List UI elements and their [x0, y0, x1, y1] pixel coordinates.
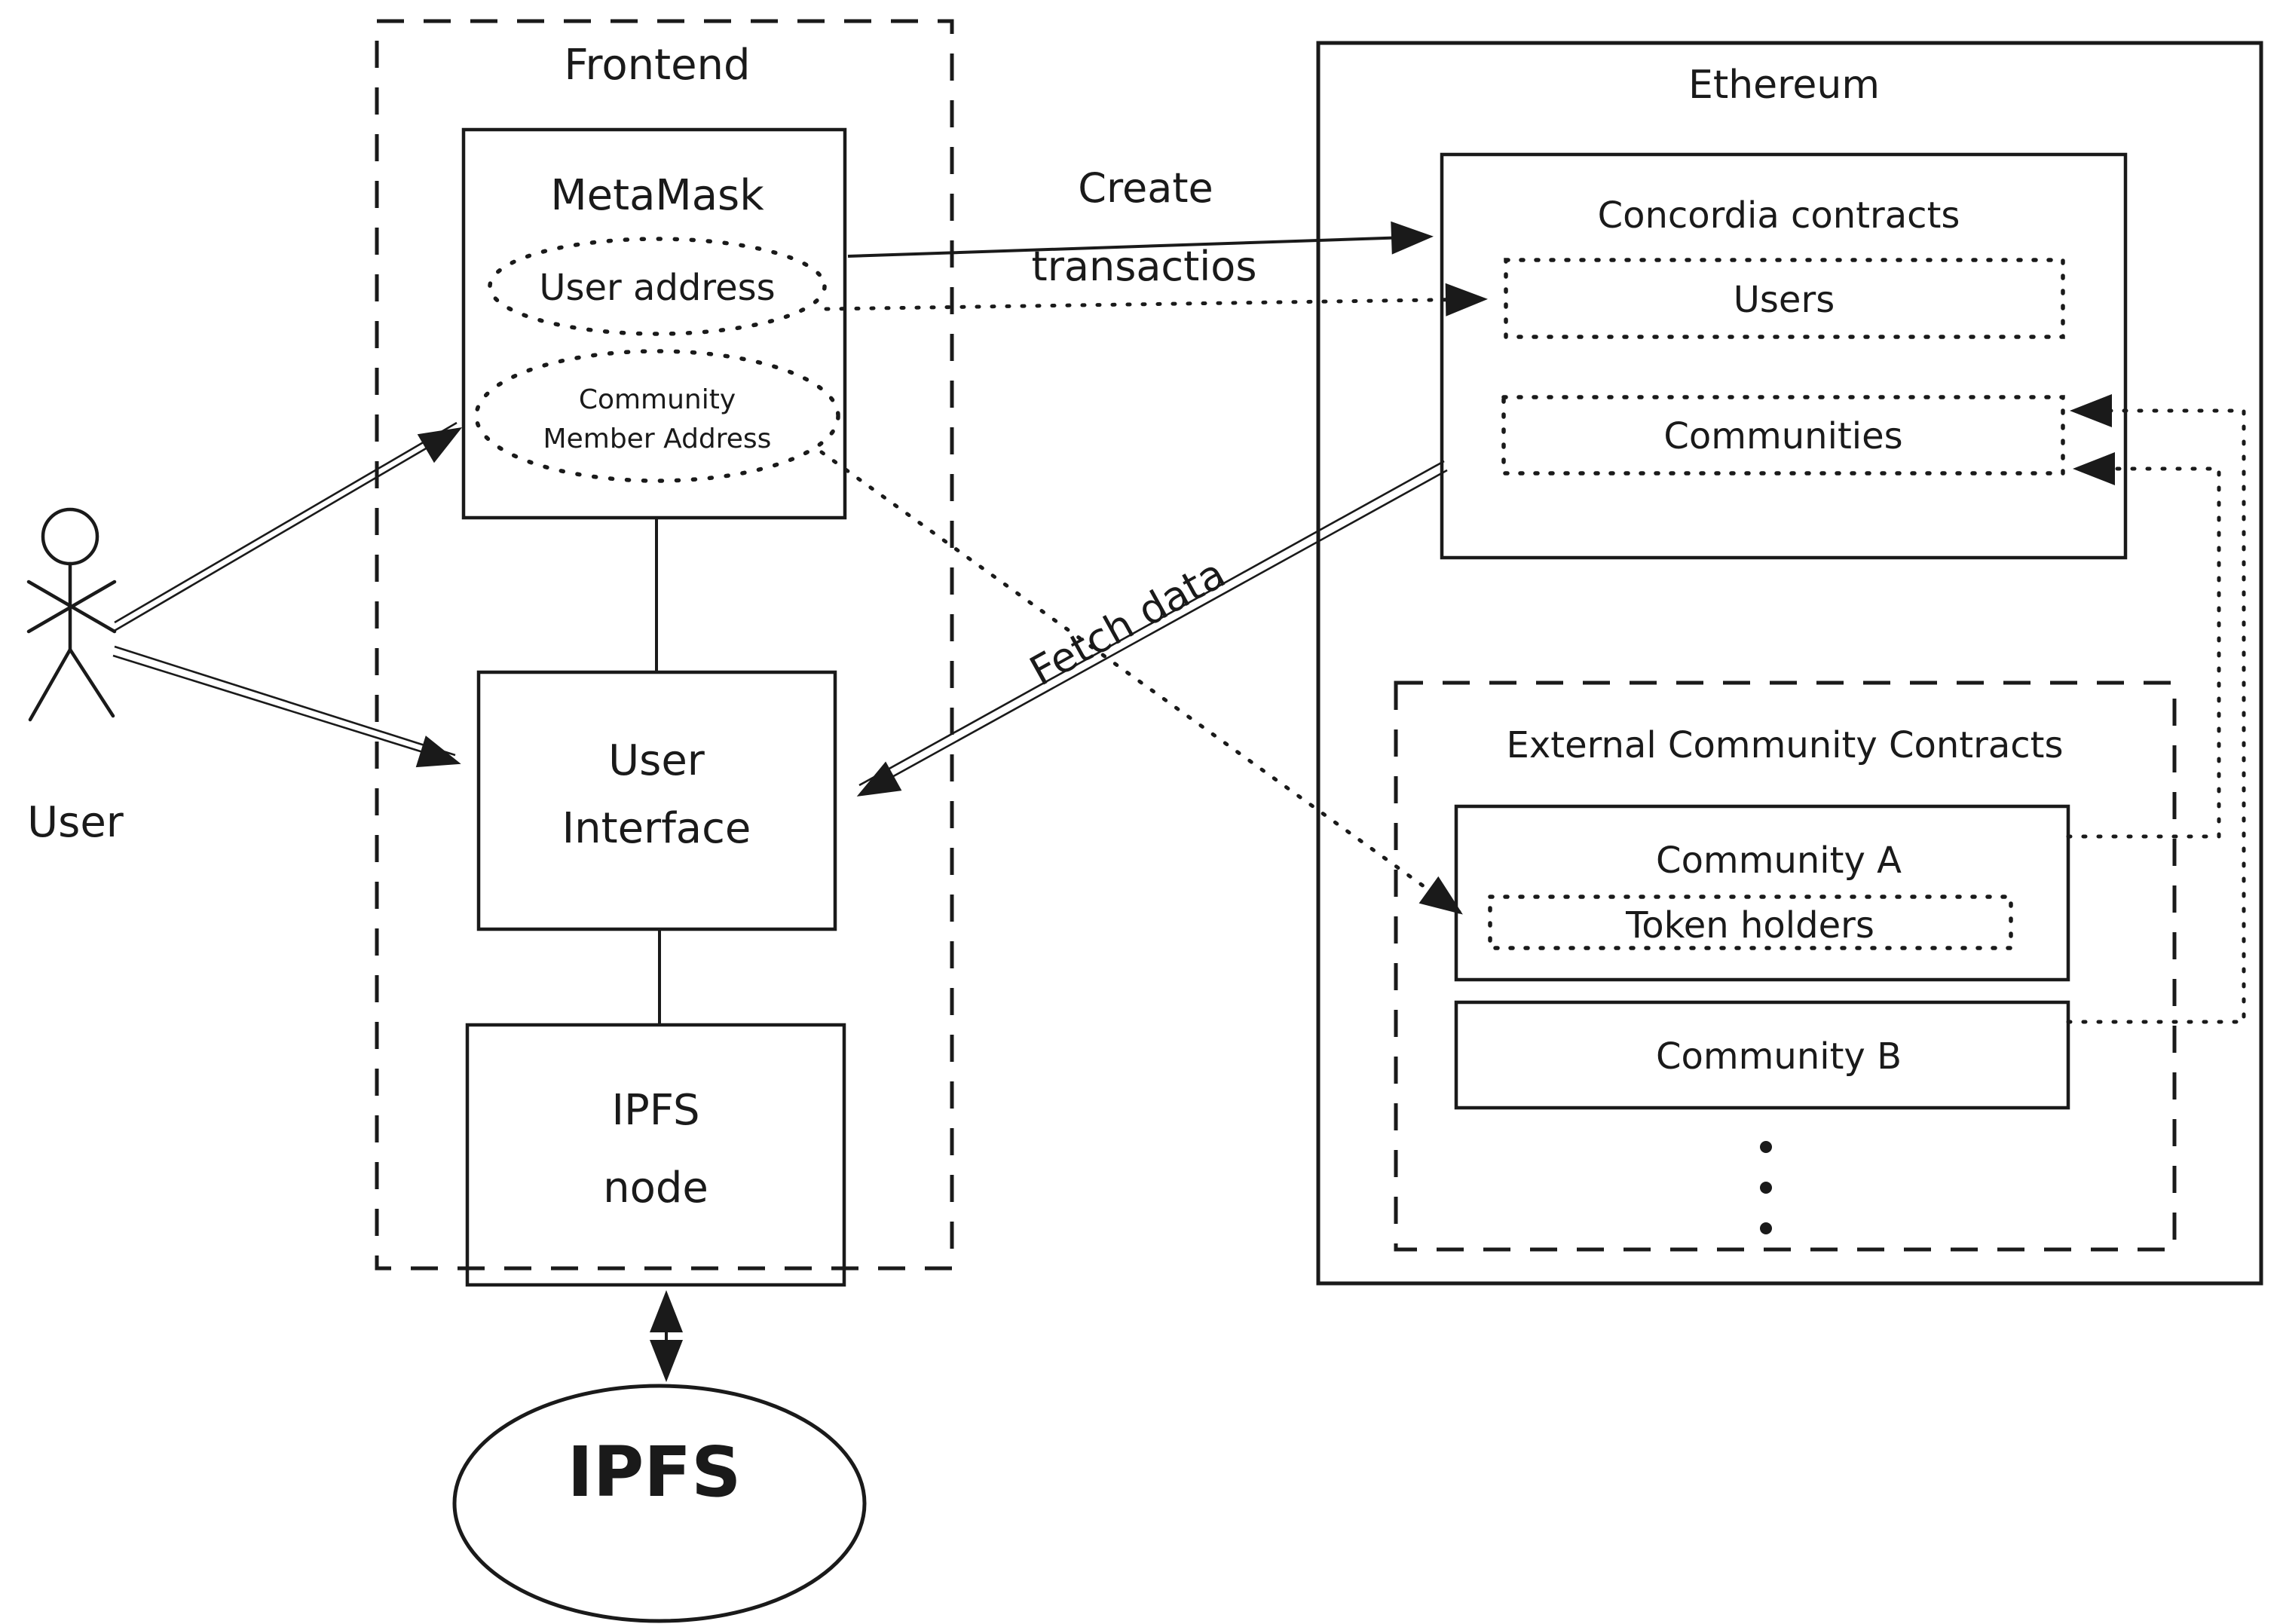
- arrow-user-to-ui-line1: [112, 654, 461, 768]
- token-holders-box: [1488, 895, 2013, 950]
- arrow-user-to-metamask: [112, 421, 463, 633]
- ipfs-ellipse: [452, 1384, 867, 1623]
- community-b-box: [1454, 1000, 2070, 1110]
- ipfs-label: IPFS: [568, 1432, 742, 1512]
- create-transactions-line: [847, 221, 1434, 258]
- ipfs-node-label-line1: IPFS: [611, 1086, 699, 1135]
- ethereum-box: [1316, 41, 2263, 1286]
- concordia-title: Concordia contracts: [1598, 194, 1960, 237]
- frontend-dashed-box: [375, 19, 954, 1271]
- ethereum-label: Ethereum: [1688, 63, 1880, 108]
- frontend-group: Frontend MetaMask User address Community…: [375, 19, 954, 1287]
- community-a-box: [1454, 804, 2070, 982]
- user-leg-left: [28, 647, 72, 722]
- arrow-fetch-data: Fetch data: [856, 460, 1448, 797]
- user-arm-right: [26, 580, 117, 634]
- token-holders-label: Token holders: [1625, 904, 1874, 947]
- concordia-box: [1440, 152, 2128, 560]
- user-interface-box: [476, 670, 837, 931]
- frontend-label: Frontend: [564, 41, 750, 90]
- arrow-user-to-metamask-line1: [112, 427, 463, 633]
- ethereum-group: Ethereum Concordia contracts Users Commu…: [1316, 41, 2263, 1286]
- community-member-label-line2: Member Address: [543, 424, 772, 454]
- ellipsis-dot-3: [1760, 1222, 1772, 1234]
- ipfs-node-label-line2: node: [603, 1164, 708, 1213]
- arrow-community-a-to-communities: [2066, 452, 2221, 839]
- fetch-data-line2: [858, 460, 1445, 787]
- user-head: [41, 507, 99, 566]
- ipfs-node-box: [465, 1023, 846, 1287]
- user-interface-label-line2: Interface: [562, 804, 751, 853]
- external-contracts-box: [1394, 680, 2177, 1252]
- fetch-data-line1: [856, 469, 1448, 797]
- more-communities-dots: [1760, 1141, 1772, 1234]
- arrow-member-address-to-token-holders: [819, 450, 1463, 915]
- user-interface-label-line1: User: [608, 736, 705, 785]
- ipfs-group: IPFS: [452, 1290, 867, 1623]
- ellipsis-dot-2: [1760, 1182, 1772, 1194]
- arrow-create-transactions: Create transactios: [847, 164, 1434, 290]
- create-transactions-label-line2: transactios: [1032, 243, 1257, 290]
- user-leg-right: [68, 647, 115, 718]
- community-member-label-line1: Community: [579, 384, 736, 415]
- user-actor: User: [26, 507, 124, 847]
- arrow-community-b-to-communities: [2066, 394, 2246, 1024]
- arrow-user-to-ui-line2: [114, 645, 456, 757]
- arrow-user-to-metamask-line2: [114, 421, 458, 624]
- user-address-label: User address: [539, 267, 775, 309]
- community-member-ellipse: [474, 349, 840, 483]
- create-transactions-label-line1: Create: [1078, 164, 1213, 212]
- communities-label: Communities: [1663, 415, 1902, 457]
- user-label: User: [27, 798, 124, 847]
- external-contracts-title: External Community Contracts: [1507, 724, 2064, 766]
- community-a-title: Community A: [1656, 840, 1902, 882]
- community-b-title: Community B: [1656, 1035, 1902, 1078]
- arrow-user-address-to-users: [824, 283, 1488, 317]
- ellipsis-dot-1: [1760, 1141, 1772, 1153]
- users-label: Users: [1734, 279, 1835, 321]
- metamask-box: [461, 127, 847, 520]
- metamask-title: MetaMask: [550, 171, 764, 220]
- arrow-user-to-ui: [112, 645, 461, 768]
- user-address-ellipse: [488, 237, 827, 336]
